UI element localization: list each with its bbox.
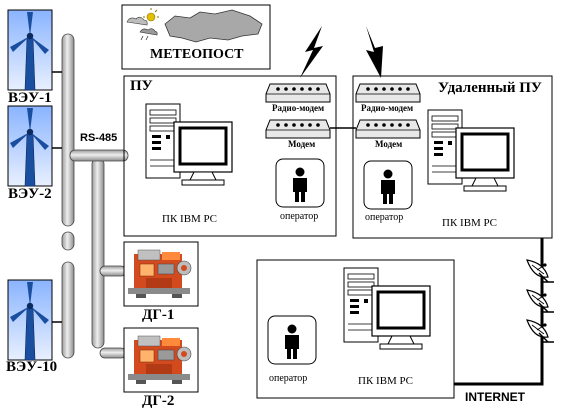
remote-radio-modem-icon <box>355 83 421 103</box>
internet-operator-icon <box>267 315 317 365</box>
remote-pc-icon <box>426 108 516 193</box>
operator-icon <box>275 158 325 208</box>
radio-link-left-icon <box>300 26 323 78</box>
remote-operator-icon <box>363 160 413 210</box>
diesel-1-label: ДГ-1 <box>142 307 175 323</box>
wind-turbine-2-icon <box>7 105 53 187</box>
radio-modem-label: Радио-модем <box>272 103 325 113</box>
internet-station-frame <box>256 259 455 399</box>
internet-pc-icon <box>342 266 432 351</box>
pc-icon <box>144 102 234 187</box>
weather-symbols-icon <box>126 8 159 41</box>
bus-label: RS-485 <box>80 132 118 144</box>
bus-pipe-to-dg1 <box>99 265 127 277</box>
internet-cable <box>454 238 544 386</box>
weather-station-label: МЕТЕОПОСТ <box>150 47 244 62</box>
bus-pipe-segment <box>61 231 75 251</box>
remote-radio-modem-label: Радио-модем <box>361 103 414 113</box>
remote-pc-label: ПК IBM PC <box>442 217 498 229</box>
diesel-generator-2-icon <box>123 327 199 393</box>
internet-pc-label: ПК IBM PC <box>358 375 414 387</box>
modem-icon <box>265 119 331 139</box>
internet-label: INTERNET <box>465 390 525 404</box>
remote-modem-label: Модем <box>375 139 403 149</box>
radio-modem-icon <box>265 83 331 103</box>
map-icon <box>164 9 263 43</box>
remote-modem-icon <box>355 119 421 139</box>
remote-control-panel-frame <box>352 75 553 239</box>
bus-pipe-main-lower <box>61 261 75 359</box>
bus-pipe-main-upper <box>61 33 75 227</box>
bus-pipe-branch <box>91 157 105 349</box>
diesel-2-label: ДГ-2 <box>142 393 175 409</box>
remote-control-panel-title: Удаленный ПУ <box>438 80 542 96</box>
turbine-1-label: ВЭУ-1 <box>8 90 52 106</box>
radio-link-right-icon <box>366 26 383 78</box>
turbine-10-label: ВЭУ-10 <box>6 359 58 375</box>
pc-label: ПК IBM PC <box>162 213 218 225</box>
internet-operator-label: оператор <box>269 373 308 384</box>
control-panel-title: ПУ <box>130 78 153 94</box>
operator-label: оператор <box>280 211 319 222</box>
bus-pipe-to-pu <box>69 149 129 162</box>
modem-label: Модем <box>288 139 316 149</box>
weather-station <box>121 4 271 70</box>
control-panel-frame <box>123 75 337 237</box>
bus-pipe-to-dg2 <box>99 347 127 359</box>
wind-turbine-1-icon <box>7 9 53 91</box>
rs485-bus <box>61 33 129 359</box>
diesel-generator-1-icon <box>123 241 199 307</box>
wind-turbine-10-icon <box>7 279 53 361</box>
turbine-2-label: ВЭУ-2 <box>8 186 52 202</box>
remote-operator-label: оператор <box>365 212 404 223</box>
